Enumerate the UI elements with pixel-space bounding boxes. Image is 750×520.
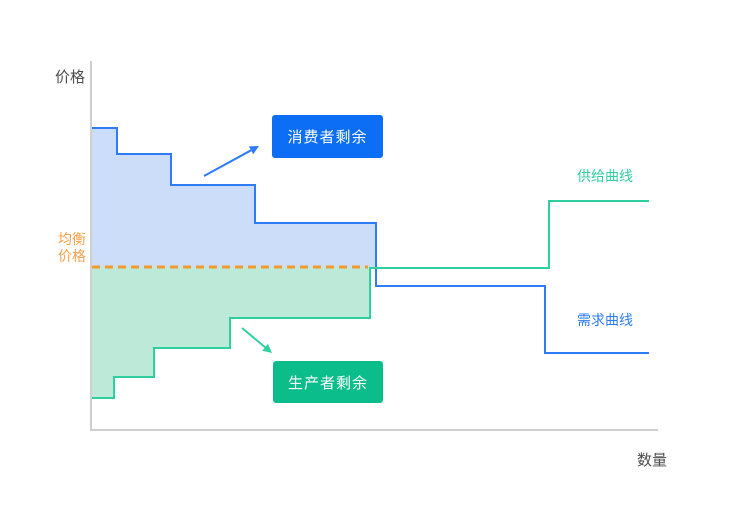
demand-curve [92,127,649,354]
consumer-surplus-badge: 消费者剩余 [272,115,383,158]
producer-surplus-badge: 生产者剩余 [273,361,383,403]
equilibrium-price-label-line2: 价格 [58,248,86,264]
supply-curve-label: 供给曲线 [577,168,633,184]
consumer-surplus-arrow-line [203,149,252,177]
producer-surplus-arrow-line [241,327,266,349]
demand-surplus-fill [92,128,376,267]
supply-curve [92,200,649,399]
supply-surplus-fill [92,267,370,398]
x-axis-label: 数量 [637,452,668,469]
demand-curve-label: 需求曲线 [577,312,633,328]
equilibrium-price-label: 均衡 价格 [26,231,86,265]
y-axis-label: 价格 [55,69,86,86]
equilibrium-price-label-line1: 均衡 [58,231,86,247]
consumer-surplus-arrow-head [248,146,259,155]
producer-surplus-arrow-head [262,343,272,353]
